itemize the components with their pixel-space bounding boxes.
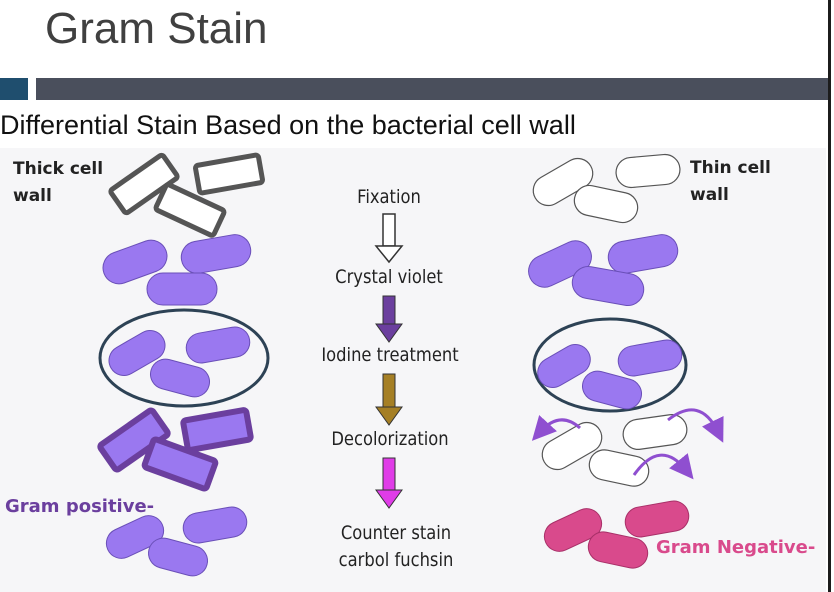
right-decolorized-cells: [531, 408, 724, 487]
step-crystal-violet: Crystal violet: [335, 266, 443, 288]
header-bar: [36, 78, 828, 100]
slide-subtitle: Differential Stain Based on the bacteria…: [0, 110, 576, 140]
left-violet-cells: [102, 234, 252, 306]
arrow-iodine: [375, 373, 403, 426]
gram-positive-label: Gram positive-: [5, 496, 155, 517]
right-violet-cells: [528, 234, 679, 306]
left-final-cells: [105, 506, 248, 577]
step-carbol-fuchsin: carbol fuchsin: [338, 549, 454, 571]
step-fixation: Fixation: [357, 186, 421, 208]
thin-wall-label: Thin cell wall: [690, 155, 771, 209]
right-frame-line: [828, 0, 831, 592]
step-iodine-treatment: Iodine treatment: [321, 344, 459, 366]
header-accent-square: [0, 78, 28, 100]
thin-wall-label-line1: Thin cell: [690, 158, 771, 178]
arrow-decolorization: [375, 457, 403, 509]
arrow-fixation: [374, 213, 404, 264]
step-decolorization: Decolorization: [331, 428, 449, 450]
thick-wall-label: Thick cell wall: [13, 156, 103, 210]
page-title: Gram Stain: [45, 4, 268, 53]
step-counter-stain: Counter stain: [340, 522, 452, 544]
thin-wall-label-line2: wall: [690, 185, 729, 205]
thick-wall-label-line2: wall: [13, 186, 52, 206]
gram-negative-label: Gram Negative-: [656, 537, 816, 558]
left-empty-cells: [108, 152, 265, 238]
left-iodine-cells: [98, 308, 270, 408]
right-empty-cells: [532, 153, 681, 224]
right-iodine-cells: [532, 317, 688, 413]
right-final-cells: [543, 500, 690, 569]
thick-wall-label-line1: Thick cell: [13, 159, 104, 179]
left-decolorized-cells: [97, 407, 254, 492]
arrow-crystal-violet: [375, 295, 403, 343]
